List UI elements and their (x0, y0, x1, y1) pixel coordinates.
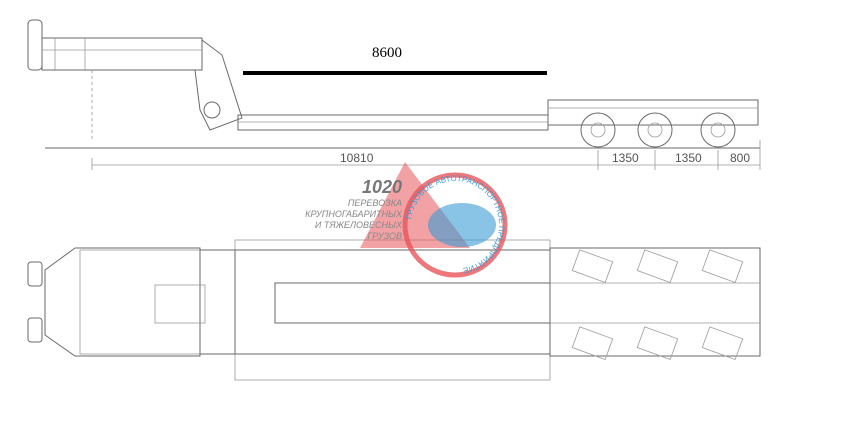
rear-bogie (547, 99, 759, 126)
gooseneck (41, 37, 203, 71)
side-view: 8600 10810 1350 1350 800 (27, 19, 761, 170)
axles (580, 112, 736, 148)
top-view (27, 239, 761, 381)
watermark-line-2: КРУПНОГАБАРИТНЫХ (305, 209, 403, 219)
company-watermark-logo: ГРУЗОВОЕ АВТОТРАНСПОРТНОЕ ПРЕДПРИЯТИЕ 10… (305, 162, 508, 278)
globe-icon (428, 203, 496, 247)
front-wheel (27, 19, 43, 71)
dimension-rear-overhang: 800 (730, 151, 750, 165)
dimension-overall: 10810 (340, 151, 374, 165)
watermark-line-1: ПЕРЕВОЗКА (348, 198, 402, 208)
highlight-dimension-label: 8600 (372, 45, 402, 61)
watermark-line-4: ГРУЗОВ (367, 231, 402, 241)
dimension-axle-1: 1350 (612, 151, 639, 165)
watermark-line-3: И ТЯЖЕЛОВЕСНЫХ (315, 220, 403, 230)
watermark-number: 1020 (362, 177, 402, 197)
low-deck (237, 114, 549, 131)
dimension-axle-2: 1350 (675, 151, 702, 165)
